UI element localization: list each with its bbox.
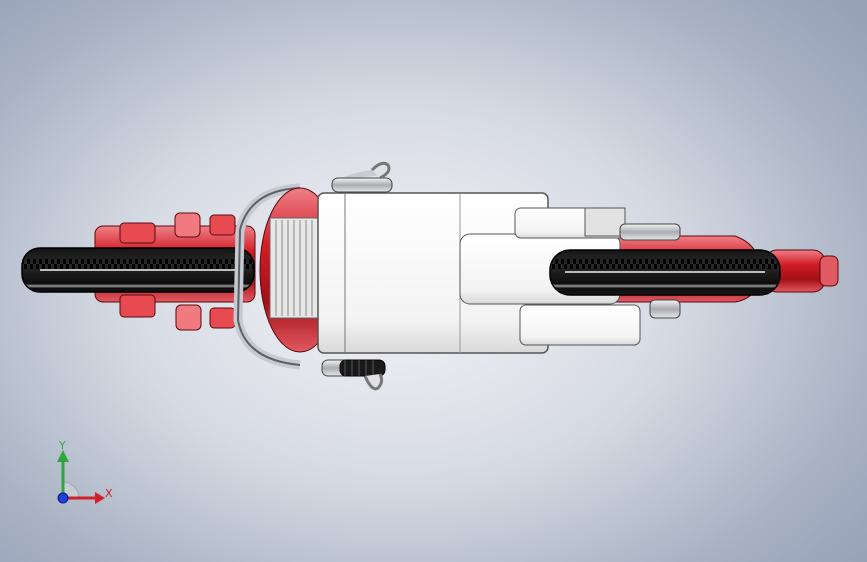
y-axis-arrow — [57, 450, 69, 462]
y-axis-label: Y — [58, 440, 66, 452]
view-triad: Y X — [57, 440, 113, 504]
engine-fins — [269, 217, 321, 319]
x-axis-label: X — [105, 487, 113, 500]
handlebar-top — [331, 161, 393, 193]
fork-chrome — [619, 223, 681, 319]
front-tire — [549, 249, 781, 296]
x-axis-arrow — [95, 492, 105, 504]
origin-marker — [57, 492, 69, 504]
handlebar-bottom — [321, 359, 386, 391]
rear-tire — [21, 247, 255, 293]
